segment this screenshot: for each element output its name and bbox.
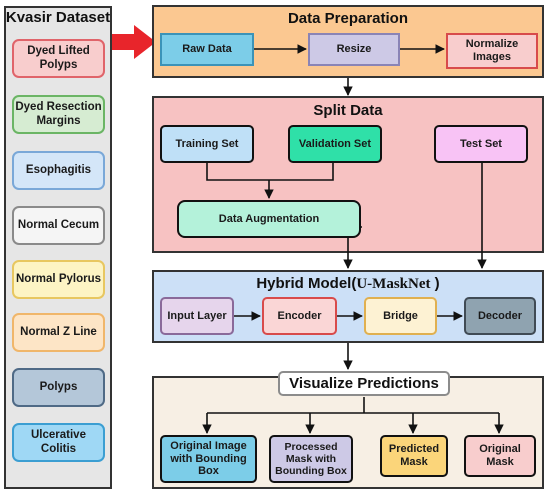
- validation-set-box: Validation Set: [288, 125, 382, 163]
- class-normal-pylorus: Normal Pylorus: [12, 260, 105, 299]
- input-layer-box: Input Layer: [160, 297, 234, 335]
- data-preparation-title: Data Preparation: [287, 10, 409, 27]
- normalize-images-box: Normalize Images: [446, 33, 538, 69]
- processed-mask-bbox-box: Processed Mask with Bounding Box: [269, 435, 353, 483]
- class-polyps: Polyps: [12, 368, 105, 407]
- class-normal-z-line: Normal Z Line: [12, 313, 105, 352]
- predicted-mask-box: Predicted Mask: [380, 435, 448, 477]
- data-augmentation-box: Data Augmentation: [177, 200, 361, 238]
- bridge-box: Bridge: [364, 297, 437, 335]
- kvasir-dataset-panel: [4, 6, 112, 489]
- original-image-bbox-box: Original Image with Bounding Box: [160, 435, 257, 483]
- original-mask-box: Original Mask: [464, 435, 536, 477]
- kvasir-dataset-title: Kvasir Dataset: [5, 9, 111, 26]
- raw-data-box: Raw Data: [160, 33, 254, 66]
- test-set-box: Test Set: [434, 125, 528, 163]
- big-red-arrow-icon: [112, 25, 156, 59]
- class-normal-cecum: Normal Cecum: [12, 206, 105, 245]
- encoder-box: Encoder: [262, 297, 337, 335]
- resize-box: Resize: [308, 33, 400, 66]
- decoder-box: Decoder: [464, 297, 536, 335]
- class-ulcerative-colitis: Ulcerative Colitis: [12, 423, 105, 462]
- split-data-title: Split Data: [313, 102, 383, 119]
- training-set-box: Training Set: [160, 125, 254, 163]
- visualize-predictions-title: Visualize Predictions: [278, 371, 450, 396]
- hybrid-model-title: Hybrid Model(U-MaskNet ): [256, 275, 440, 292]
- class-dyed-resection-margins: Dyed Resection Margins: [12, 95, 105, 134]
- class-esophagitis: Esophagitis: [12, 151, 105, 190]
- class-dyed-lifted-polyps: Dyed Lifted Polyps: [12, 39, 105, 78]
